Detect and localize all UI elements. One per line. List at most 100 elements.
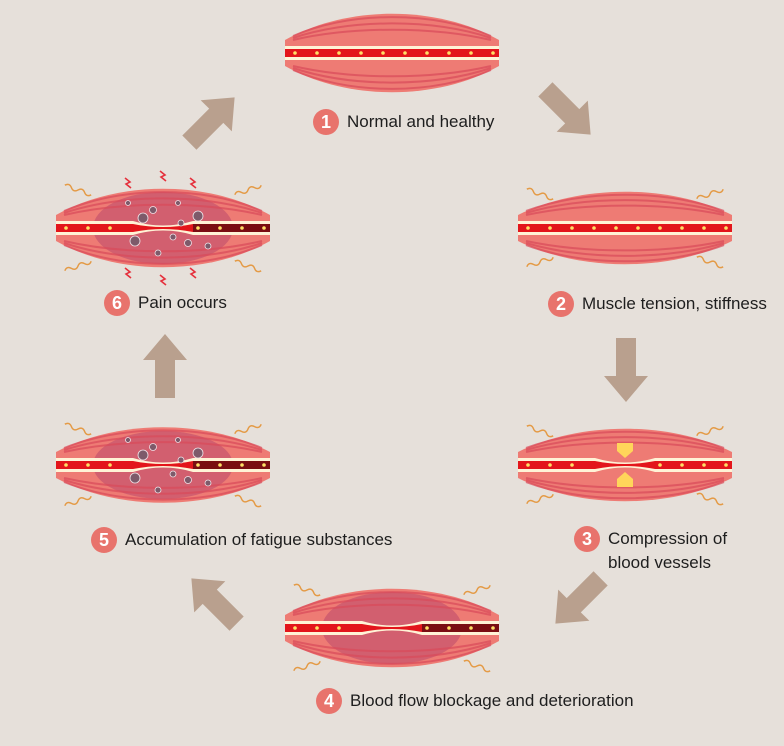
fatigue-substance bbox=[129, 472, 141, 484]
fatigue-substance bbox=[125, 200, 131, 206]
step-1-badge: 1 bbox=[313, 109, 339, 135]
blood-cell bbox=[592, 226, 596, 230]
muscle-fiber bbox=[63, 240, 263, 253]
cycle-arrow-4-icon bbox=[555, 571, 608, 624]
blood-vessel bbox=[285, 49, 499, 57]
muscle-fiber bbox=[63, 197, 263, 214]
blood-cell bbox=[108, 226, 112, 230]
pain-bolt-icon bbox=[124, 267, 132, 279]
blood-cell bbox=[526, 226, 530, 230]
blood-cell bbox=[359, 51, 363, 55]
blood-cell bbox=[614, 226, 618, 230]
tension-squiggle bbox=[234, 423, 262, 435]
fatigue-substance bbox=[169, 233, 177, 241]
pain-bolt-icon bbox=[189, 267, 197, 279]
muscle-fiber bbox=[292, 67, 492, 84]
blood-vessel bbox=[518, 461, 732, 469]
tension-squiggle bbox=[293, 660, 321, 672]
muscle-fiber bbox=[63, 191, 263, 212]
blood-cell bbox=[702, 463, 706, 467]
fatigue-substance bbox=[204, 242, 212, 250]
muscle-fiber bbox=[63, 242, 263, 259]
tension-squiggle bbox=[64, 260, 92, 272]
step-3-badge: 3 bbox=[574, 526, 600, 552]
tension-squiggle bbox=[463, 584, 491, 596]
blood-cell bbox=[196, 463, 200, 467]
step-6-badge: 6 bbox=[104, 290, 130, 316]
muscle-fiber bbox=[292, 591, 492, 612]
blood-cell bbox=[218, 226, 222, 230]
blood-cell bbox=[724, 226, 728, 230]
blood-cell bbox=[381, 51, 385, 55]
muscle-fiber bbox=[525, 199, 725, 214]
blood-cell bbox=[218, 463, 222, 467]
blood-cell bbox=[425, 51, 429, 55]
blood-cell bbox=[570, 463, 574, 467]
blood-cell bbox=[658, 463, 662, 467]
muscle-fiber bbox=[525, 481, 725, 500]
fatigue-substance bbox=[149, 206, 157, 214]
blood-cell bbox=[293, 626, 297, 630]
blood-cell bbox=[469, 51, 473, 55]
muscle-fiber bbox=[525, 477, 725, 489]
blood-cell bbox=[240, 226, 244, 230]
tension-squiggle bbox=[696, 492, 724, 506]
tension-squiggle bbox=[463, 659, 491, 673]
blood-cell bbox=[315, 626, 319, 630]
muscle-fiber bbox=[525, 193, 725, 212]
blood-vessel bbox=[518, 224, 732, 232]
fatigue-substance bbox=[137, 212, 149, 224]
tension-squiggle bbox=[64, 183, 92, 197]
step-6-text: Pain occurs bbox=[138, 293, 227, 312]
cycle-arrow-1-icon bbox=[182, 97, 235, 150]
step-5-text: Accumulation of fatigue substances bbox=[125, 530, 393, 549]
muscle-fiber bbox=[525, 242, 725, 257]
blood-cell bbox=[548, 226, 552, 230]
muscle-fiber bbox=[292, 642, 492, 659]
blood-cell bbox=[64, 226, 68, 230]
muscle-fiber bbox=[525, 204, 725, 216]
fatigue-substance bbox=[154, 486, 162, 494]
blood-cell bbox=[447, 51, 451, 55]
muscle-fiber bbox=[292, 644, 492, 665]
blood-cell bbox=[262, 226, 266, 230]
tension-squiggle bbox=[526, 256, 554, 268]
blood-cell bbox=[196, 226, 200, 230]
step-4-text: Blood flow blockage and deterioration bbox=[350, 691, 634, 710]
muscle-fiber bbox=[292, 597, 492, 614]
deteriorated-blood bbox=[193, 461, 270, 469]
muscle-fiber bbox=[525, 240, 725, 252]
blood-cell bbox=[658, 226, 662, 230]
tension-squiggle bbox=[526, 187, 554, 201]
muscle-fiber bbox=[525, 436, 725, 451]
step-5-label: 5 Accumulation of fatigue substances bbox=[91, 527, 393, 553]
fatigue-substance bbox=[175, 200, 181, 206]
cycle-arrow-2-icon bbox=[538, 82, 591, 135]
muscle-fiber bbox=[63, 477, 263, 489]
tension-squiggle bbox=[696, 255, 724, 269]
blood-cell bbox=[680, 463, 684, 467]
blood-cell bbox=[315, 51, 319, 55]
tension-squiggle bbox=[64, 495, 92, 507]
fatigue-substance bbox=[154, 249, 162, 257]
blood-cell bbox=[570, 226, 574, 230]
muscle-step-3 bbox=[518, 424, 732, 506]
muscle-step-5 bbox=[56, 422, 270, 508]
fatigue-substance bbox=[177, 456, 185, 464]
blood-cell bbox=[636, 226, 640, 230]
step-3-label: 3 Compression of blood vessels bbox=[574, 526, 728, 575]
step-3-text: Compression of blood vessels bbox=[608, 529, 728, 572]
tension-squiggle bbox=[293, 583, 321, 597]
muscle-step-4 bbox=[285, 583, 499, 673]
blood-cell bbox=[680, 226, 684, 230]
blood-cell bbox=[491, 626, 495, 630]
muscle-fiber bbox=[63, 203, 263, 216]
blood-cell bbox=[491, 51, 495, 55]
pain-bolt-icon bbox=[124, 177, 132, 189]
deteriorated-blood bbox=[422, 624, 499, 632]
step-2-text: Muscle tension, stiffness bbox=[582, 294, 767, 313]
step-2-badge: 2 bbox=[548, 291, 574, 317]
fatigue-substance bbox=[175, 437, 181, 443]
tension-squiggle bbox=[526, 493, 554, 505]
tension-squiggle bbox=[696, 188, 724, 200]
